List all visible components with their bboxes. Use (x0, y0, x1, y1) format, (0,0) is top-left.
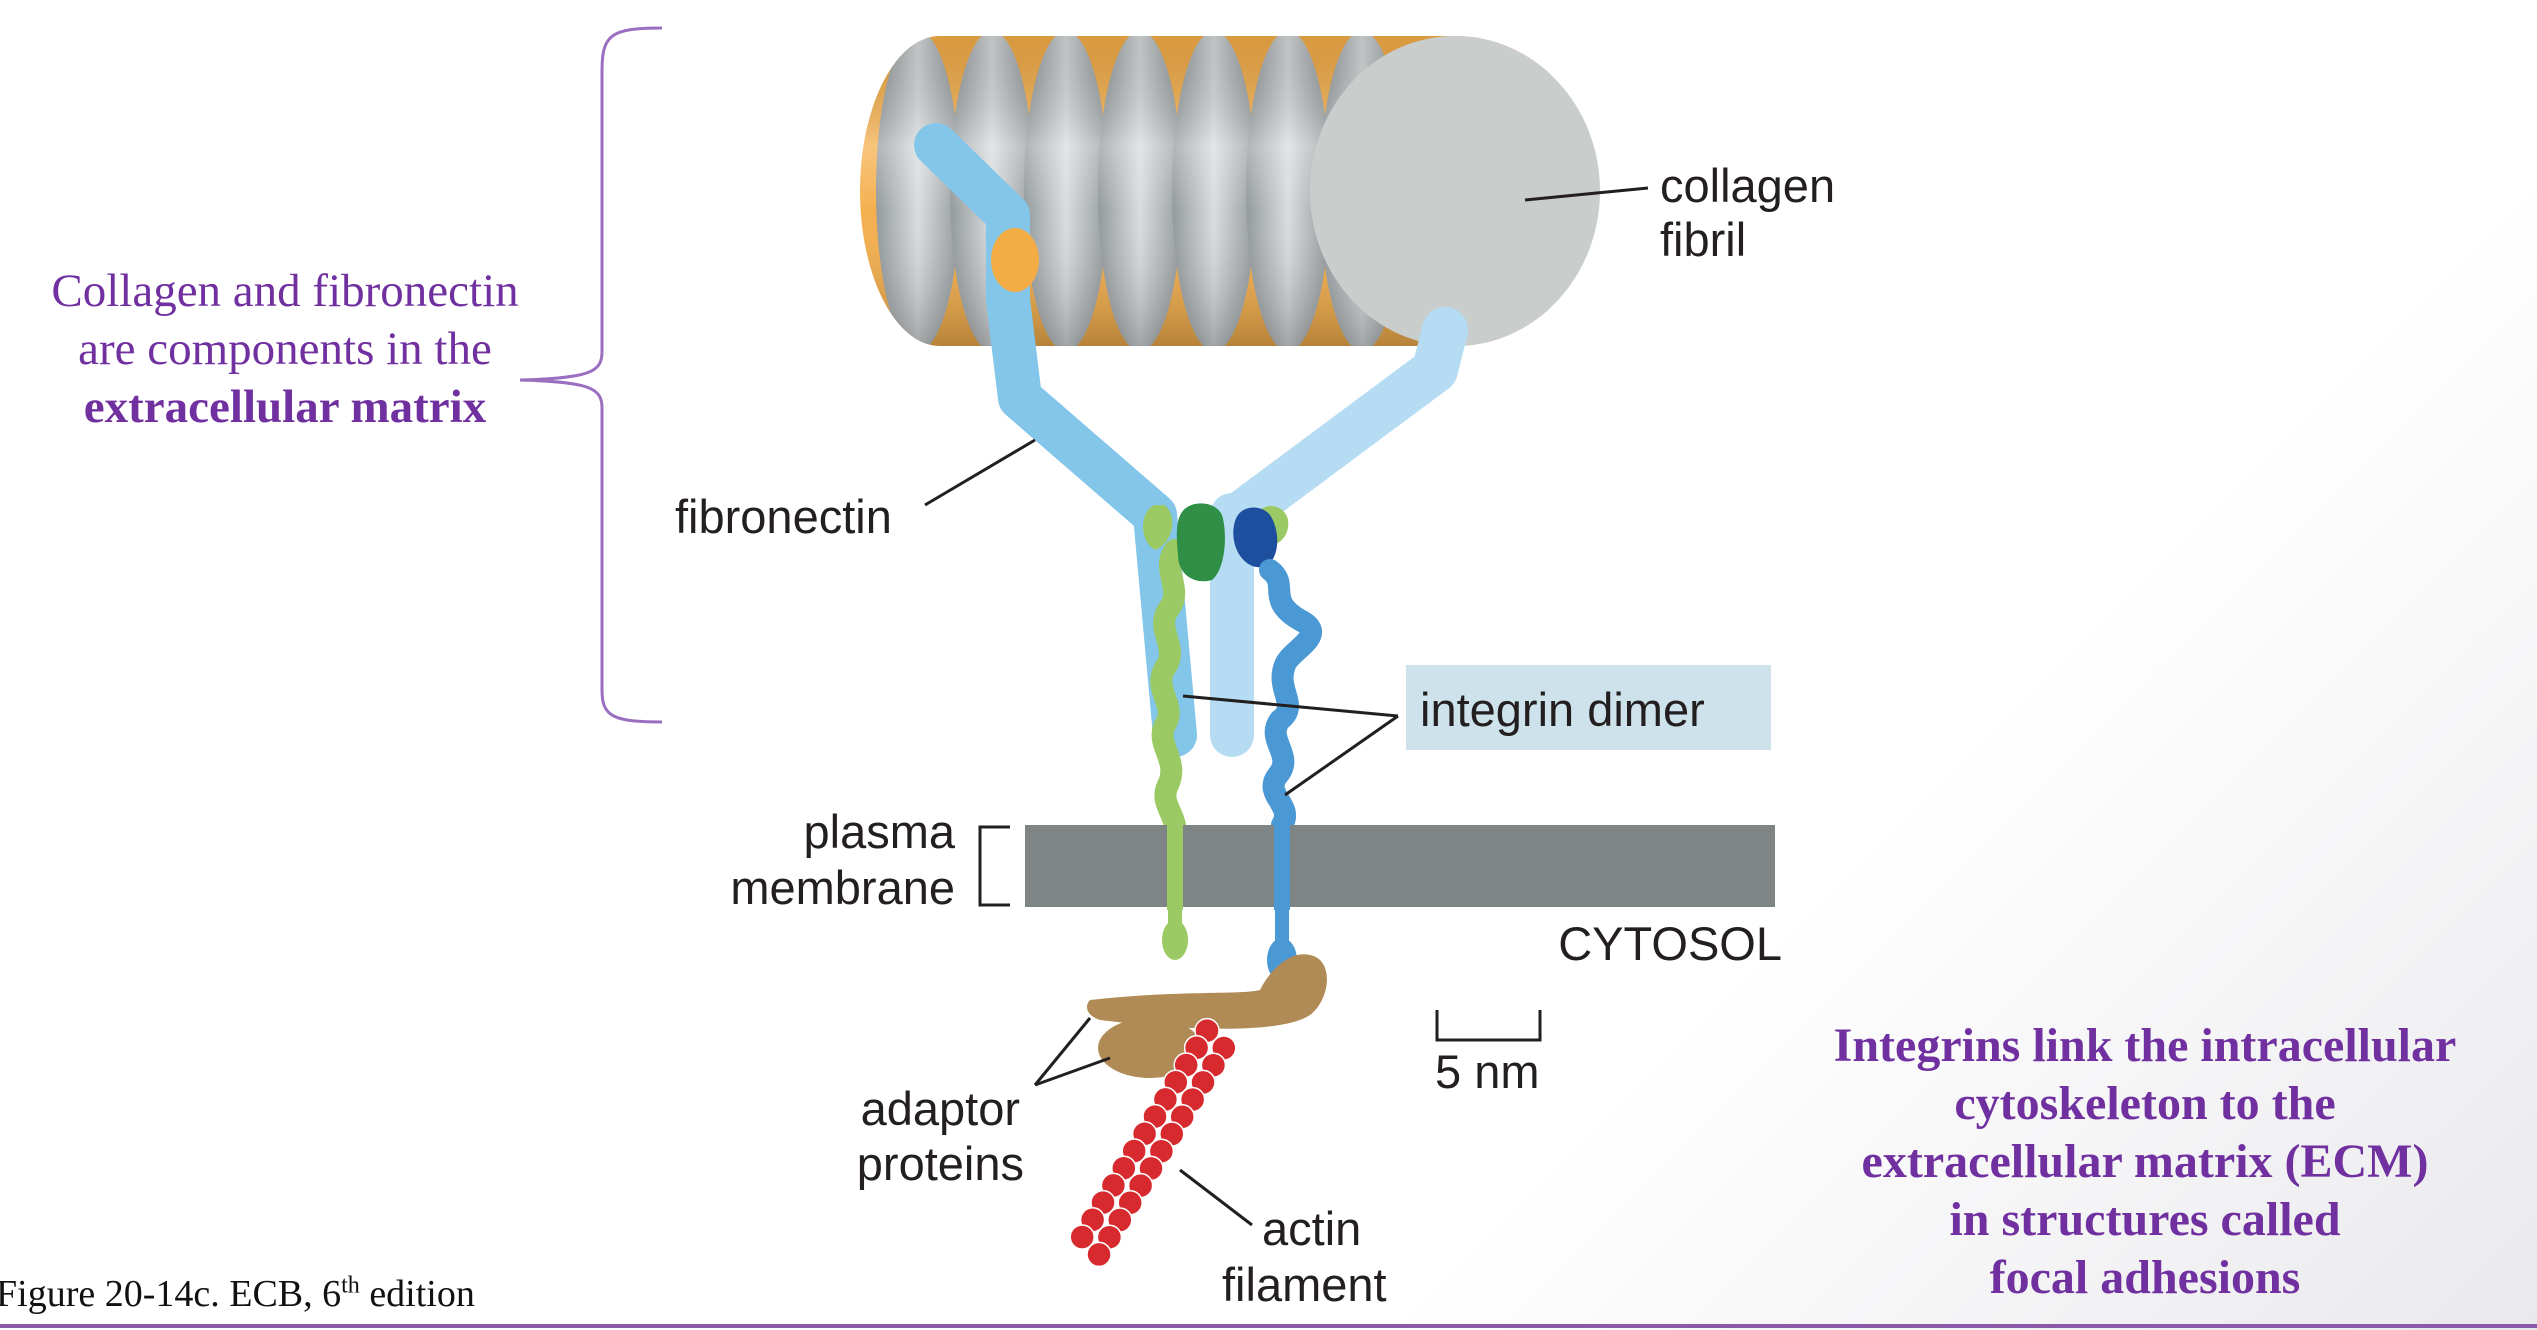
caption-suffix: edition (359, 1273, 475, 1315)
note-left-line1: Collagen and fibronectin (51, 265, 519, 317)
fibronectin-leader-line (924, 438, 1036, 507)
adaptor-leader-line-2 (1034, 1056, 1111, 1087)
label-membrane: membrane (730, 861, 955, 914)
label-adaptor: adaptor (861, 1082, 1020, 1135)
scale-bar (1435, 1010, 1542, 1042)
integrin-leader-line-2 (1284, 714, 1399, 797)
integrin-alpha-subunit (1150, 539, 1187, 851)
label-proteins: proteins (857, 1137, 1024, 1190)
label-collagen-line2: fibril (1660, 213, 1746, 266)
label-actin: actin (1262, 1202, 1361, 1255)
note-right-line1: Integrins link the intracellular (1833, 1019, 2457, 1072)
integrin-dimer (1142, 503, 1322, 982)
footer-divider (0, 1324, 2537, 1328)
label-plasma: plasma (803, 805, 955, 858)
label-scale-bar: 5 nm (1435, 1045, 1540, 1098)
label-integrin-dimer: integrin dimer (1420, 683, 1705, 736)
actin-filament (1069, 1017, 1237, 1268)
collagen-end-face (1310, 36, 1600, 346)
note-right-line4: in structures called (1949, 1193, 2341, 1246)
plasma-membrane (1025, 825, 1775, 907)
note-left-line2: are components in the (78, 323, 492, 375)
caption-prefix: Figure 20-14c. ECB, 6 (0, 1273, 342, 1315)
membrane-bracket (978, 825, 1010, 907)
integrin-label-box (1406, 665, 1771, 750)
figure-caption: Figure 20-14c. ECB, 6th edition (0, 1272, 475, 1316)
collagen-leader-line (1524, 186, 1649, 202)
integrin-leader-line-1 (1182, 694, 1399, 718)
note-right-line2: cytoskeleton to the (1954, 1077, 2336, 1130)
caption-superscript: th (341, 1272, 360, 1299)
label-fibronectin: fibronectin (675, 490, 892, 543)
extracellular-bracket (519, 26, 663, 724)
note-right-line3: extracellular matrix (ECM) (1861, 1135, 2429, 1188)
note-right-line5: focal adhesions (1989, 1251, 2301, 1304)
label-cytosol: CYTOSOL (1558, 917, 1782, 970)
label-collagen-line1: collagen (1660, 159, 1835, 212)
actin-leader-line (1179, 1168, 1253, 1227)
focal-adhesion-note: Integrins link the intracellular cytoske… (1745, 1017, 2537, 1307)
actin-monomer (1086, 1241, 1112, 1268)
integrin-beta-subunit (1259, 559, 1322, 836)
fibronectin-molecule (914, 123, 1468, 757)
label-filament: filament (1222, 1258, 1387, 1311)
note-left-line3: extracellular matrix (83, 381, 487, 433)
actin-monomer (1069, 1224, 1095, 1250)
adaptor-leader-line-1 (1033, 1017, 1092, 1086)
extracellular-matrix-note: Collagen and fibronectin are components … (0, 262, 570, 436)
